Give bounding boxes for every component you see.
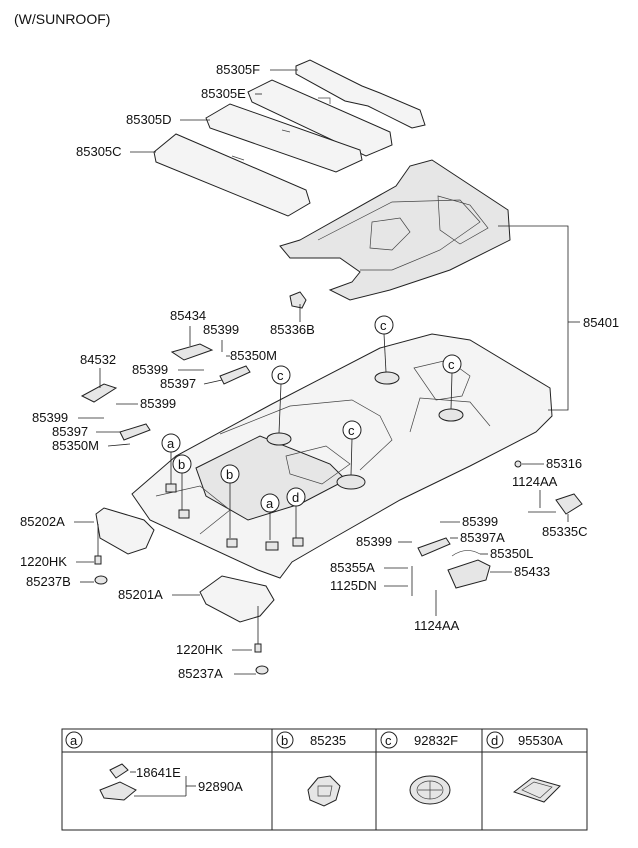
headliner-main [131, 333, 553, 579]
legend-cell-a-drawing: 18641E 92890A [99, 763, 243, 801]
callout-85305F: 85305F [216, 62, 260, 77]
diagram-title: (W/SUNROOF) [14, 11, 110, 27]
svg-text:b: b [226, 467, 233, 482]
callout-85305E: 85305E [201, 86, 246, 101]
callout-85397A: 85397A [460, 530, 505, 545]
svg-text:d: d [491, 733, 498, 748]
callout-85399-d: 85399 [32, 410, 68, 425]
legend-cell-d-drawing [512, 777, 561, 803]
legend-header-a: a [65, 731, 83, 749]
svg-text:a: a [266, 496, 274, 511]
callout-85434: 85434 [170, 308, 206, 323]
marker-c-3: c [271, 365, 291, 434]
legend-part-92890A: 92890A [198, 779, 243, 794]
callout-85401: 85401 [583, 315, 619, 330]
callout-85237B: 85237B [26, 574, 71, 589]
legend-part-18641E: 18641E [136, 765, 181, 780]
legend-part-85235: 85235 [310, 733, 346, 748]
marker-c-1: c [374, 315, 394, 373]
marker-b-2: b [220, 464, 240, 538]
callout-85399-b: 85399 [132, 362, 168, 377]
callout-85399-c: 85399 [140, 396, 176, 411]
marker-c-2: c [442, 354, 462, 410]
svg-text:b: b [281, 733, 288, 748]
legend-table: a b 85235 c 92832F d 95530A 18641E 92890… [61, 728, 588, 831]
panel-85305F [295, 59, 426, 129]
callout-1124AA-a: 1124AA [512, 474, 558, 489]
grip-85350L [451, 550, 481, 557]
callout-85350M-b: 85350M [52, 438, 99, 453]
grip-85397A [417, 537, 451, 557]
callout-85355A: 85355A [330, 560, 375, 575]
panel-85305D [205, 103, 363, 173]
legend-header-d: d 95530A [486, 731, 563, 749]
callout-85202A: 85202A [20, 514, 65, 529]
callout-85336B: 85336B [270, 322, 315, 337]
legend-cell-b-drawing [307, 775, 341, 807]
svg-text:a: a [70, 733, 78, 748]
legend-header-c: c 92832F [380, 731, 458, 749]
svg-text:c: c [385, 733, 392, 748]
clip-85336B [289, 291, 307, 309]
grip-85397-b [119, 423, 151, 441]
callout-85399-f: 85399 [356, 534, 392, 549]
sun-visor-85202A [95, 507, 155, 555]
bracket-84532 [80, 383, 118, 403]
callout-85399-e: 85399 [462, 514, 498, 529]
legend-part-92832F: 92832F [414, 733, 458, 748]
marker-d-1: d [286, 487, 306, 538]
marker-a-1: a [161, 433, 181, 484]
svg-text:c: c [448, 357, 455, 372]
callout-1124AA-b: 1124AA [414, 618, 460, 633]
callout-85350L: 85350L [490, 546, 533, 561]
callout-85433: 85433 [514, 564, 550, 579]
headliner-frame-upper [279, 159, 511, 301]
svg-text:a: a [167, 436, 175, 451]
svg-text:d: d [292, 490, 299, 505]
callout-1220HK-a: 1220HK [20, 554, 67, 569]
bracket-85433 [447, 559, 491, 589]
marker-a-2: a [260, 493, 280, 540]
legend-cell-c-drawing [409, 775, 451, 805]
callout-85201A: 85201A [118, 587, 163, 602]
svg-text:c: c [277, 368, 284, 383]
callout-85305D: 85305D [126, 112, 172, 127]
callout-85350M-a: 85350M [230, 348, 277, 363]
callout-85399-a: 85399 [203, 322, 239, 337]
legend-part-95530A: 95530A [518, 733, 563, 748]
marker-b-1: b [172, 454, 192, 510]
grip-85397-a [219, 365, 251, 385]
panel-85305E [247, 79, 393, 157]
svg-text:b: b [178, 457, 185, 472]
callout-85237A: 85237A [178, 666, 223, 681]
panel-85305C [153, 133, 311, 217]
marker-c-4: c [342, 420, 362, 476]
callout-85316: 85316 [546, 456, 582, 471]
svg-text:c: c [348, 423, 355, 438]
callout-85397-a: 85397 [160, 376, 196, 391]
svg-text:c: c [380, 318, 387, 333]
bracket-85434 [170, 343, 214, 361]
callout-85397-b: 85397 [52, 424, 88, 439]
callout-1125DN: 1125DN [330, 578, 377, 593]
legend-header-b: b 85235 [276, 731, 346, 749]
callout-85335C: 85335C [542, 524, 588, 539]
callout-84532: 84532 [80, 352, 116, 367]
callout-85305C: 85305C [76, 144, 122, 159]
bracket-85335C [555, 493, 583, 515]
sun-visor-85201A [199, 575, 275, 623]
callout-1220HK-b: 1220HK [176, 642, 223, 657]
